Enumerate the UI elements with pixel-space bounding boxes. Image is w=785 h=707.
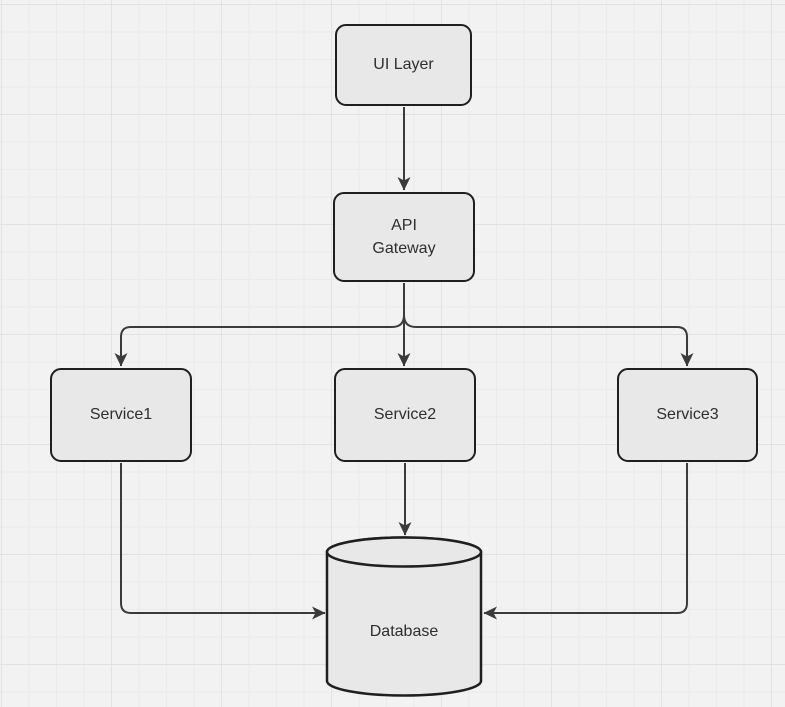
node-database-label: Database (369, 623, 439, 640)
node-ui-layer[interactable]: UI Layer (335, 24, 472, 106)
node-database[interactable] (325, 536, 483, 697)
node-api-gateway-label: API Gateway (372, 216, 436, 257)
database-cylinder-top (325, 536, 483, 568)
edge-service1-database (120, 463, 326, 620)
edge-apigateway-service3 (403, 314, 694, 367)
node-ui-layer-label: UI Layer (373, 56, 434, 74)
edge-apigateway-service1 (114, 314, 405, 367)
node-service3[interactable]: Service3 (617, 368, 758, 462)
edge-service3-database (483, 463, 688, 620)
node-service2[interactable]: Service2 (334, 368, 476, 462)
node-service3-label: Service3 (656, 406, 719, 424)
node-service1[interactable]: Service1 (50, 368, 192, 462)
node-api-gateway[interactable]: API Gateway (333, 192, 475, 282)
node-service1-label: Service1 (89, 406, 153, 424)
node-service2-label: Service2 (373, 406, 437, 424)
